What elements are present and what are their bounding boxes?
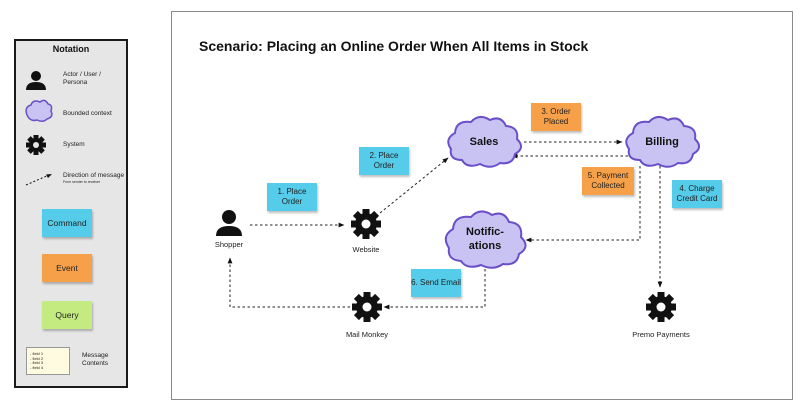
command-charge-credit-card: 4. Charge Credit Card [672, 180, 722, 208]
bounded-context-icon [25, 99, 53, 123]
note-field-4: - field 4 [30, 364, 44, 370]
legend-note-label: Message Contents [82, 352, 109, 367]
legend-icons [25, 71, 53, 186]
legend-actor-label: Actor / User / Persona [63, 71, 101, 86]
command-place-order-2: 2. Place Order [359, 147, 409, 175]
billing-cloud-icon [625, 116, 700, 168]
shopper-label: Shopper [214, 240, 244, 249]
note-field-2: - field 2 [30, 355, 44, 361]
mail-monkey-label: Mail Monkey [345, 330, 389, 339]
legend-system-label: System [63, 141, 85, 148]
sales-label: Sales [469, 136, 499, 148]
notifications-cloud-icon [444, 210, 527, 269]
shopper-actor-icon [216, 210, 242, 236]
command-place-order-1: 1. Place Order [267, 183, 317, 211]
note-field-3: - field 3 [30, 360, 44, 365]
legend-command-sticky: Command [42, 209, 92, 237]
legend-message-contents-note: - field 1 - field 2 - field 3 - field 4 [26, 347, 70, 375]
sales-cloud-icon [447, 116, 522, 168]
system-gear-icon [26, 135, 46, 155]
event-order-placed: 3. Order Placed [531, 103, 581, 131]
website-label: Website [352, 245, 380, 254]
command-send-email: 6. Send Email [411, 269, 461, 297]
notifications-label: Notific- ations [466, 226, 504, 252]
premo-payments-label: Premo Payments [632, 330, 690, 339]
billing-label: Billing [645, 136, 679, 148]
arrow-mailmonkey-to-shopper [227, 257, 350, 308]
diagram-title: Scenario: Placing an Online Order When A… [199, 38, 589, 54]
legend-event-sticky: Event [42, 254, 92, 282]
note-field-1: - field 1 [30, 351, 44, 356]
actor-icon [26, 71, 46, 90]
premo-payments-gear-icon [646, 292, 676, 322]
arrow-notifications-to-mailmonkey [383, 264, 486, 310]
mail-monkey-gear-icon [352, 292, 382, 322]
legend-title: Notation [52, 44, 90, 54]
event-payment-collected: 5. Payment Collected [582, 167, 634, 195]
legend-message-sublabel: From sender to receiver [63, 180, 101, 184]
website-gear-icon [351, 209, 381, 239]
arrow-billing-to-notifications [525, 166, 641, 243]
message-arrow-icon [25, 174, 52, 186]
legend-context-label: Bounded context [63, 110, 112, 117]
notation-legend: Notation Actor / User / Perso [14, 39, 128, 388]
legend-message-label: Direction of message [63, 172, 125, 179]
legend-query-sticky: Query [42, 301, 92, 329]
